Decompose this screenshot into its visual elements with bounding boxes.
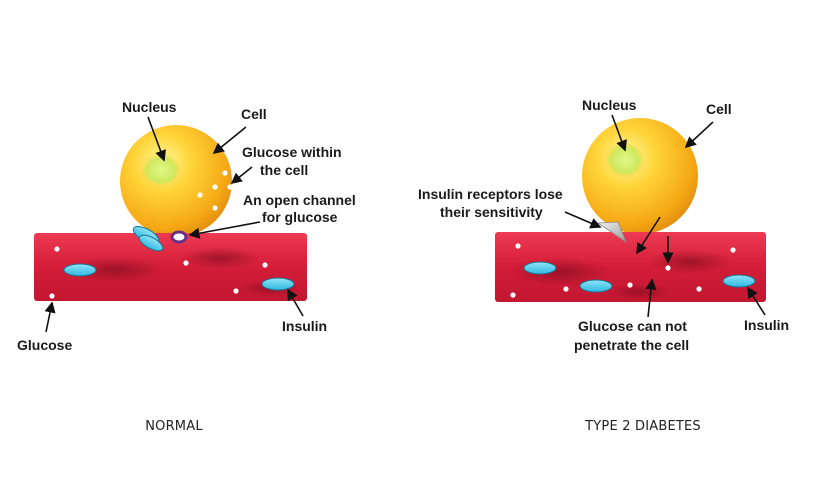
diabetes-label-receptors-1: Insulin receptors lose xyxy=(418,186,563,202)
diabetes-insulin-1 xyxy=(523,261,557,275)
diabetes-label-nucleus: Nucleus xyxy=(582,97,637,113)
diabetes-caption: TYPE 2 DIABETES xyxy=(584,419,701,434)
diabetes-label-cannot-2: penetrate the cell xyxy=(574,337,689,353)
diabetes-label-insulin: Insulin xyxy=(744,317,789,333)
normal-label-open-channel-2: for glucose xyxy=(262,209,338,225)
normal-insulin-1 xyxy=(63,263,97,277)
normal-panel: Nucleus Cell Glucose within the cell An … xyxy=(17,99,356,434)
diabetes-insulin-3 xyxy=(722,274,756,288)
diabetes-label-cannot-1: Glucose can not xyxy=(578,318,687,334)
diabetes-insulin-receptor xyxy=(596,221,627,244)
diabetes-insulin-2 xyxy=(579,279,613,293)
diabetes-nucleus xyxy=(605,142,645,178)
normal-label-insulin: Insulin xyxy=(282,318,327,334)
normal-insulin-bound-2 xyxy=(138,234,164,252)
diabetes-label-cell: Cell xyxy=(706,101,732,117)
normal-open-channel xyxy=(170,230,188,244)
normal-nucleus xyxy=(141,153,181,187)
normal-label-open-channel-1: An open channel xyxy=(243,192,356,208)
normal-glucose-in-cell xyxy=(197,170,233,211)
diabetes-panel: Nucleus Cell Insulin receptors lose thei… xyxy=(418,97,789,434)
normal-glucose-vessel xyxy=(49,246,268,299)
diabetes-glucose-vessel xyxy=(510,243,736,298)
normal-caption: NORMAL xyxy=(145,419,203,434)
diabetes-label-receptors-2: their sensitivity xyxy=(440,204,543,220)
normal-label-nucleus: Nucleus xyxy=(122,99,177,115)
normal-label-cell: Cell xyxy=(241,106,267,122)
normal-label-glucose-within-2: the cell xyxy=(260,162,308,178)
normal-label-glucose: Glucose xyxy=(17,337,72,353)
normal-insulin-2 xyxy=(261,277,295,291)
normal-arrows xyxy=(44,116,304,333)
normal-label-glucose-within-1: Glucose within xyxy=(242,144,342,160)
normal-blood-vessel xyxy=(34,233,307,301)
diabetes-arrows xyxy=(564,114,766,318)
diabetes-cell xyxy=(582,118,698,234)
